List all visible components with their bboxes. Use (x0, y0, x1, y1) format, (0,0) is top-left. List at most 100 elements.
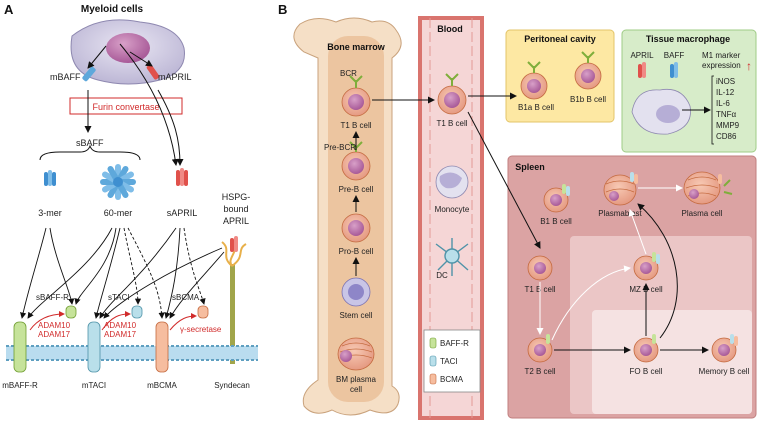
trimer-icon (44, 170, 56, 186)
soluble-baffr-label: sBAFF-R (36, 293, 69, 302)
marker-inos: iNOS (716, 77, 735, 86)
legend-taci-label: TACI (440, 357, 458, 366)
hspg-label-2: bound (223, 204, 248, 214)
t2-b-cell-label: T2 B cell (524, 367, 555, 376)
myeloid-cell (70, 19, 185, 85)
spleen-b1-label: B1 B cell (540, 217, 572, 226)
soluble-bcma-label: sBCMA (172, 293, 200, 302)
myeloid-cells-title: Myeloid cells (81, 4, 144, 15)
sixty-mer-icon (100, 164, 136, 200)
plasma-cell-label: Plasma cell (682, 209, 723, 218)
pre-b-cell-label: Pre-B cell (339, 185, 374, 194)
arrow-mapril-to-sapril (157, 89, 184, 166)
t2-b-cell (527, 334, 553, 363)
arrow-blood-to-spleen (467, 111, 541, 249)
spleen-title: Spleen (515, 162, 545, 172)
sapril-label: sAPRIL (167, 208, 198, 218)
pro-b-cell (341, 213, 371, 243)
mapril-label: mAPRIL (158, 72, 192, 82)
fo-b-cell (633, 334, 659, 363)
marker-bracket (711, 75, 714, 145)
legend-bcma-label: BCMA (440, 375, 464, 384)
legend-taci-swatch (429, 355, 437, 367)
monocyte-label: Monocyte (435, 205, 470, 214)
legend-baffr-label: BAFF-R (440, 339, 469, 348)
bone-marrow-title: Bone marrow (327, 42, 386, 52)
soluble-baffr-icon (65, 305, 77, 319)
spleen-follicle-zone (592, 310, 752, 414)
soluble-bcma-icon (197, 305, 209, 319)
marrow-t1-label: T1 B cell (340, 121, 371, 130)
spleen-t1-cell (527, 255, 553, 281)
peritoneal-title: Peritoneal cavity (524, 34, 596, 44)
hspg-label-1: HSPG- (222, 192, 251, 202)
hspg-label-3: APRIL (223, 216, 249, 226)
adam17-label-b: ADAM17 (104, 330, 137, 339)
april-label: APRIL (630, 51, 654, 60)
soluble-taci-icon (131, 305, 143, 319)
membrane-taci-label: mTACI (82, 381, 106, 390)
fo-b-cell-label: FO B cell (630, 367, 663, 376)
cell-membrane (6, 345, 258, 361)
tissue-baff-icon (670, 62, 678, 78)
membrane-bcma-label: mBCMA (147, 381, 177, 390)
b1b-cell (574, 51, 602, 90)
furin-convertase-label: Furin convertase (92, 102, 159, 112)
pre-b-cell (341, 141, 371, 181)
dc-label: DC (436, 271, 448, 280)
plasmablast (603, 172, 638, 206)
bm-plasma-cell (337, 337, 375, 371)
marker-mmp9: MMP9 (716, 121, 740, 130)
plasma-cell (683, 171, 733, 205)
mbaff-icon (82, 66, 96, 82)
adam10-label-a: ADAM10 (38, 321, 71, 330)
arrow-cell-to-mapril (129, 51, 153, 67)
m1-label-2: expression (702, 61, 741, 70)
monocyte (435, 165, 469, 199)
memory-b-cell-label: Memory B cell (699, 367, 750, 376)
binding-lines (20, 227, 225, 319)
panel-a-label: A (4, 2, 14, 17)
stem-cell-label: Stem cell (340, 311, 373, 320)
blood-t1-cell (437, 73, 467, 115)
b1a-label: B1a B cell (518, 103, 554, 112)
b1a-cell (520, 61, 548, 100)
cleavage-arrow-bcma (169, 313, 197, 331)
bcr-label: BCR (340, 69, 357, 78)
sapril-icon (176, 168, 188, 186)
cleavage-arrow-baffr (29, 311, 65, 331)
pre-bcr-label: Pre-BCR (324, 143, 356, 152)
cleavage-arrow-taci (101, 311, 131, 331)
sbaff-label: sBAFF (76, 138, 104, 148)
sixty-mer-label: 60-mer (104, 208, 133, 218)
arrow-cell-to-mbaff (87, 45, 107, 69)
m1-up-arrow-icon: ↑ (746, 59, 752, 73)
macrophage (631, 88, 691, 135)
syndecan-icon (221, 236, 247, 364)
b1b-label: B1b B cell (570, 95, 606, 104)
membrane-taci-icon (87, 321, 101, 373)
soluble-taci-label: sTACI (108, 293, 130, 302)
blood-title: Blood (437, 24, 463, 34)
spleen-b1-cell (543, 184, 570, 213)
marrow-t1-cell (341, 75, 371, 117)
dendritic-cell (435, 238, 469, 276)
adam10-label-b: ADAM10 (104, 321, 137, 330)
sbaff-brace (39, 144, 141, 161)
stem-cell (341, 277, 371, 307)
membrane-baffr-label: mBAFF-R (2, 381, 38, 390)
legend-bcma-swatch (429, 373, 437, 385)
arrow-mbaff-to-sapril (119, 43, 179, 166)
tissue-april-icon (638, 62, 646, 78)
furin-convertase-box (69, 97, 183, 115)
blood-t1-label: T1 B cell (436, 119, 467, 128)
syndecan-label: Syndecan (214, 381, 250, 390)
marker-cd86: CD86 (716, 132, 737, 141)
mz-b-cell (633, 252, 660, 281)
spleen-arrows (536, 184, 709, 354)
legend-baffr-swatch (429, 337, 437, 349)
baff-label: BAFF (664, 51, 685, 60)
mapril-icon (146, 64, 160, 80)
trimer-label: 3-mer (38, 208, 62, 218)
